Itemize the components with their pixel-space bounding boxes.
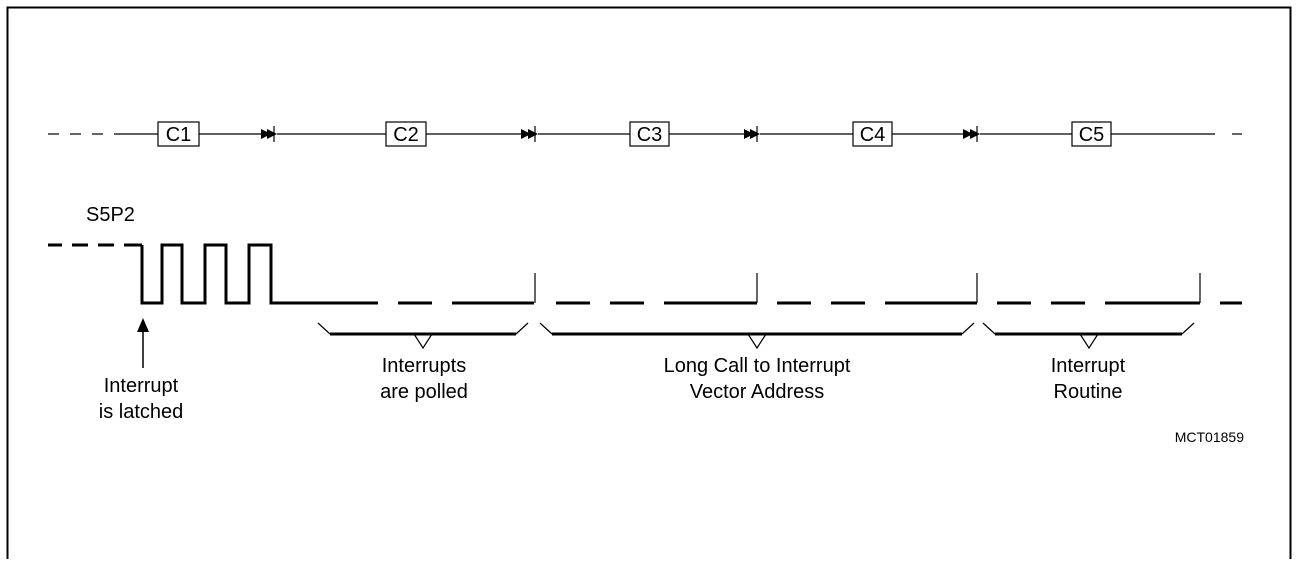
- signal-label: S5P2: [86, 204, 135, 226]
- svg-text:C3: C3: [637, 124, 663, 146]
- cycle-label-c1: C1: [157, 121, 200, 147]
- latch-arrow: [137, 318, 149, 368]
- annotation-polled: Interrupts are polled: [380, 355, 468, 403]
- annotation-long-call: Long Call to Interrupt Vector Address: [664, 355, 851, 403]
- cycle-label-c5: C5: [1071, 121, 1112, 147]
- svg-text:is latched: is latched: [99, 401, 184, 423]
- annotation-routine: Interrupt Routine: [1051, 355, 1126, 403]
- svg-text:Routine: Routine: [1054, 381, 1123, 403]
- svg-text:Interrupt: Interrupt: [1051, 355, 1126, 377]
- annotation-latch: Interrupt is latched: [99, 375, 184, 423]
- cycle-label-c2: C2: [385, 121, 427, 147]
- s5p2-waveform: [48, 243, 1242, 305]
- brace-long-call: [539, 322, 975, 350]
- brace-polled: [317, 322, 529, 350]
- cycle-label-c4: C4: [852, 121, 893, 147]
- svg-text:Interrupt: Interrupt: [104, 375, 179, 397]
- svg-text:C4: C4: [860, 124, 886, 146]
- svg-text:are polled: are polled: [380, 381, 468, 403]
- cycle-ruler: [48, 126, 1242, 142]
- svg-text:C2: C2: [393, 124, 419, 146]
- svg-text:C1: C1: [166, 124, 192, 146]
- svg-text:Vector Address: Vector Address: [690, 381, 825, 403]
- brace-routine: [982, 322, 1195, 350]
- svg-text:Interrupts: Interrupts: [382, 355, 466, 377]
- figure-id: MCT01859: [1175, 429, 1244, 445]
- cycle-label-c3: C3: [629, 121, 670, 147]
- svg-text:C5: C5: [1079, 124, 1105, 146]
- figure-frame: [6, 6, 1292, 564]
- svg-text:Long Call to Interrupt: Long Call to Interrupt: [664, 355, 851, 377]
